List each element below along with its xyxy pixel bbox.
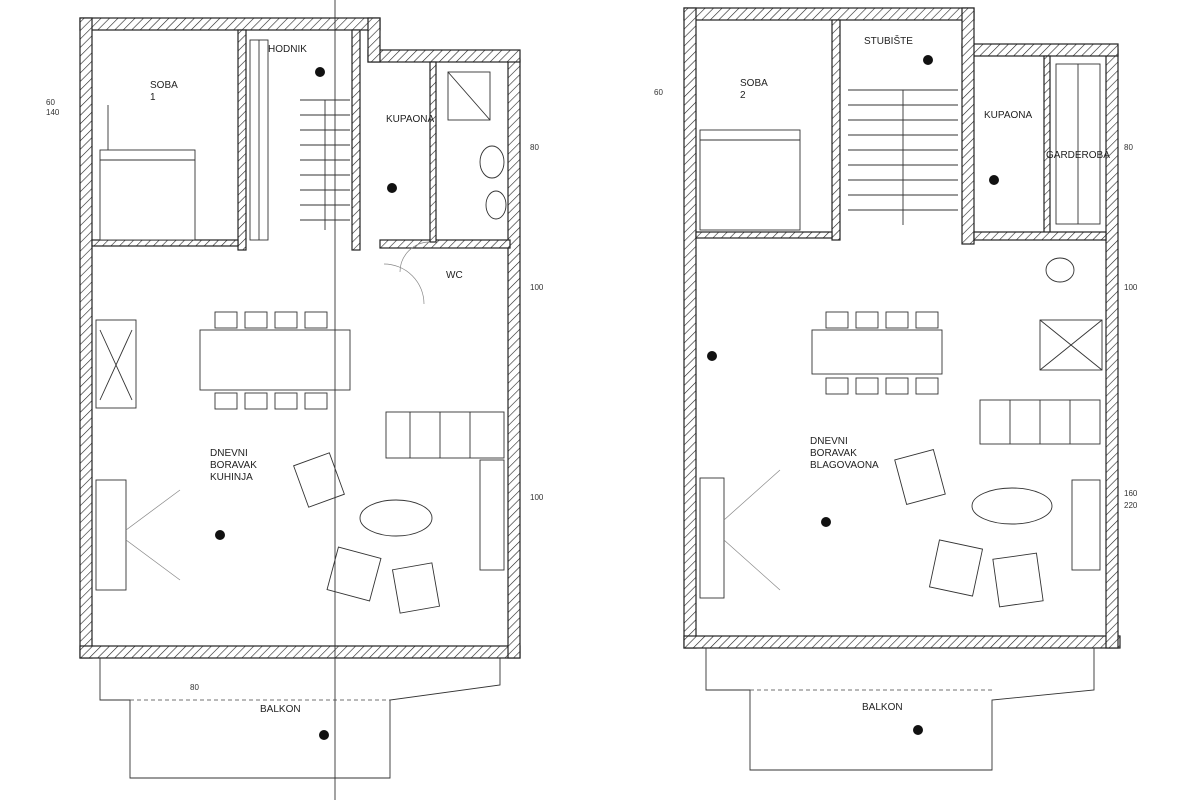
svg-text:KUPAONA: KUPAONA <box>984 110 1032 121</box>
level-marker <box>707 55 999 735</box>
svg-text:SOBA: SOBA <box>150 80 178 91</box>
stairs <box>300 99 350 230</box>
bed <box>699 129 801 231</box>
room-label-r2: HODNIK <box>268 44 307 55</box>
svg-text:STUBIŠTE: STUBIŠTE <box>864 34 913 47</box>
svg-text:100: 100 <box>1124 283 1138 292</box>
wall-left <box>79 17 93 659</box>
floor-plan-left: SOBA 1 HODNIK KUPAONA WC DNEVNI BORAVAK … <box>46 0 544 800</box>
washbasin <box>479 145 505 179</box>
tv-unit <box>95 479 127 591</box>
kitchen-unit <box>479 459 505 571</box>
svg-text:140: 140 <box>46 108 60 117</box>
svg-text:BALKON: BALKON <box>862 702 903 713</box>
armchair-2 <box>928 539 984 597</box>
dining-chairs <box>214 311 328 410</box>
svg-text:2: 2 <box>740 90 746 101</box>
window-tags: 60 140 80 100 100 80 <box>46 98 544 692</box>
toilet <box>485 190 507 220</box>
svg-text:GARDEROBA: GARDEROBA <box>1046 150 1110 161</box>
svg-text:100: 100 <box>530 493 544 502</box>
svg-text:BORAVAK: BORAVAK <box>810 448 857 459</box>
dining-table <box>199 329 351 391</box>
interior-wall-2 <box>1043 55 1051 237</box>
kitchen-counter <box>385 411 505 459</box>
svg-text:60: 60 <box>46 98 55 107</box>
coffee-table <box>971 487 1053 525</box>
armchair-1 <box>894 449 946 505</box>
svg-text:DNEVNI: DNEVNI <box>210 448 248 459</box>
kitchen-unit <box>1071 479 1101 571</box>
room-label-r3: KUPAONA <box>386 114 434 125</box>
svg-text:80: 80 <box>1124 143 1133 152</box>
svg-text:KUPAONA: KUPAONA <box>386 114 434 125</box>
svg-text:80: 80 <box>530 143 539 152</box>
svg-text:DNEVNI: DNEVNI <box>810 436 848 447</box>
floor-plan-right: SOBA 2 STUBIŠTE KUPAONA GARDEROBA DNEVNI… <box>654 7 1138 771</box>
window-tags: 60 80 100 160 220 <box>654 88 1138 510</box>
svg-text:BALKON: BALKON <box>260 704 301 715</box>
svg-text:1: 1 <box>150 92 156 103</box>
dining-chairs <box>825 311 939 395</box>
armchair-3 <box>992 552 1044 608</box>
svg-text:SOBA: SOBA <box>740 78 768 89</box>
armchair-3 <box>391 562 441 614</box>
interior-wall-4 <box>429 61 437 243</box>
svg-text:BLAGOVAONA: BLAGOVAONA <box>810 460 879 471</box>
room-label-r4: GARDEROBA <box>1046 150 1110 161</box>
interior-wall-3 <box>973 231 1107 241</box>
wall-right <box>1105 49 1119 649</box>
wall-top-right <box>961 43 1119 57</box>
room-label-r2: STUBIŠTE <box>864 34 913 47</box>
svg-text:220: 220 <box>1124 501 1138 510</box>
wall-step <box>367 17 381 63</box>
armchair-1 <box>293 452 345 508</box>
wall-bottom <box>683 635 1121 649</box>
interior-wall-1 <box>831 19 841 241</box>
interior-wall-2 <box>351 29 361 251</box>
svg-text:100: 100 <box>530 283 544 292</box>
room-label-r5: DNEVNI BORAVAK BLAGOVAONA <box>810 436 879 471</box>
room-label-r1: SOBA 1 <box>150 80 178 103</box>
svg-text:KUHINJA: KUHINJA <box>210 472 253 483</box>
svg-text:60: 60 <box>654 88 663 97</box>
wall-bottom <box>79 645 521 659</box>
svg-text:80: 80 <box>190 683 199 692</box>
balcony-outline <box>99 658 501 779</box>
interior-wall-5 <box>91 239 239 247</box>
svg-text:160: 160 <box>1124 489 1138 498</box>
wall-right <box>507 59 521 659</box>
bed <box>99 149 196 241</box>
door-swing <box>383 263 425 305</box>
interior-wall-1 <box>237 29 247 251</box>
washbasin <box>1045 257 1075 283</box>
wall-step <box>961 7 975 245</box>
room-label-r6: BALKON <box>260 704 301 715</box>
balcony-outline <box>705 648 1095 771</box>
room-label-r3: KUPAONA <box>984 110 1032 121</box>
wall-top <box>683 7 975 21</box>
stairs <box>848 89 958 225</box>
coffee-table <box>359 499 433 537</box>
svg-text:BORAVAK: BORAVAK <box>210 460 257 471</box>
room-label-r6: BALKON <box>862 702 903 713</box>
wall-left <box>683 7 697 649</box>
svg-text:HODNIK: HODNIK <box>268 44 307 55</box>
dining-table <box>811 329 943 375</box>
svg-text:WC: WC <box>446 270 463 281</box>
room-label-r5: DNEVNI BORAVAK KUHINJA <box>210 448 257 483</box>
room-label-r1: SOBA 2 <box>740 78 768 101</box>
tv-unit <box>699 477 725 599</box>
interior-wall-4 <box>695 231 833 239</box>
armchair-2 <box>326 546 382 602</box>
level-marker <box>215 67 397 740</box>
room-label-r4: WC <box>446 270 463 281</box>
interior-wall-3 <box>379 239 511 249</box>
wall-top-right <box>367 49 521 63</box>
